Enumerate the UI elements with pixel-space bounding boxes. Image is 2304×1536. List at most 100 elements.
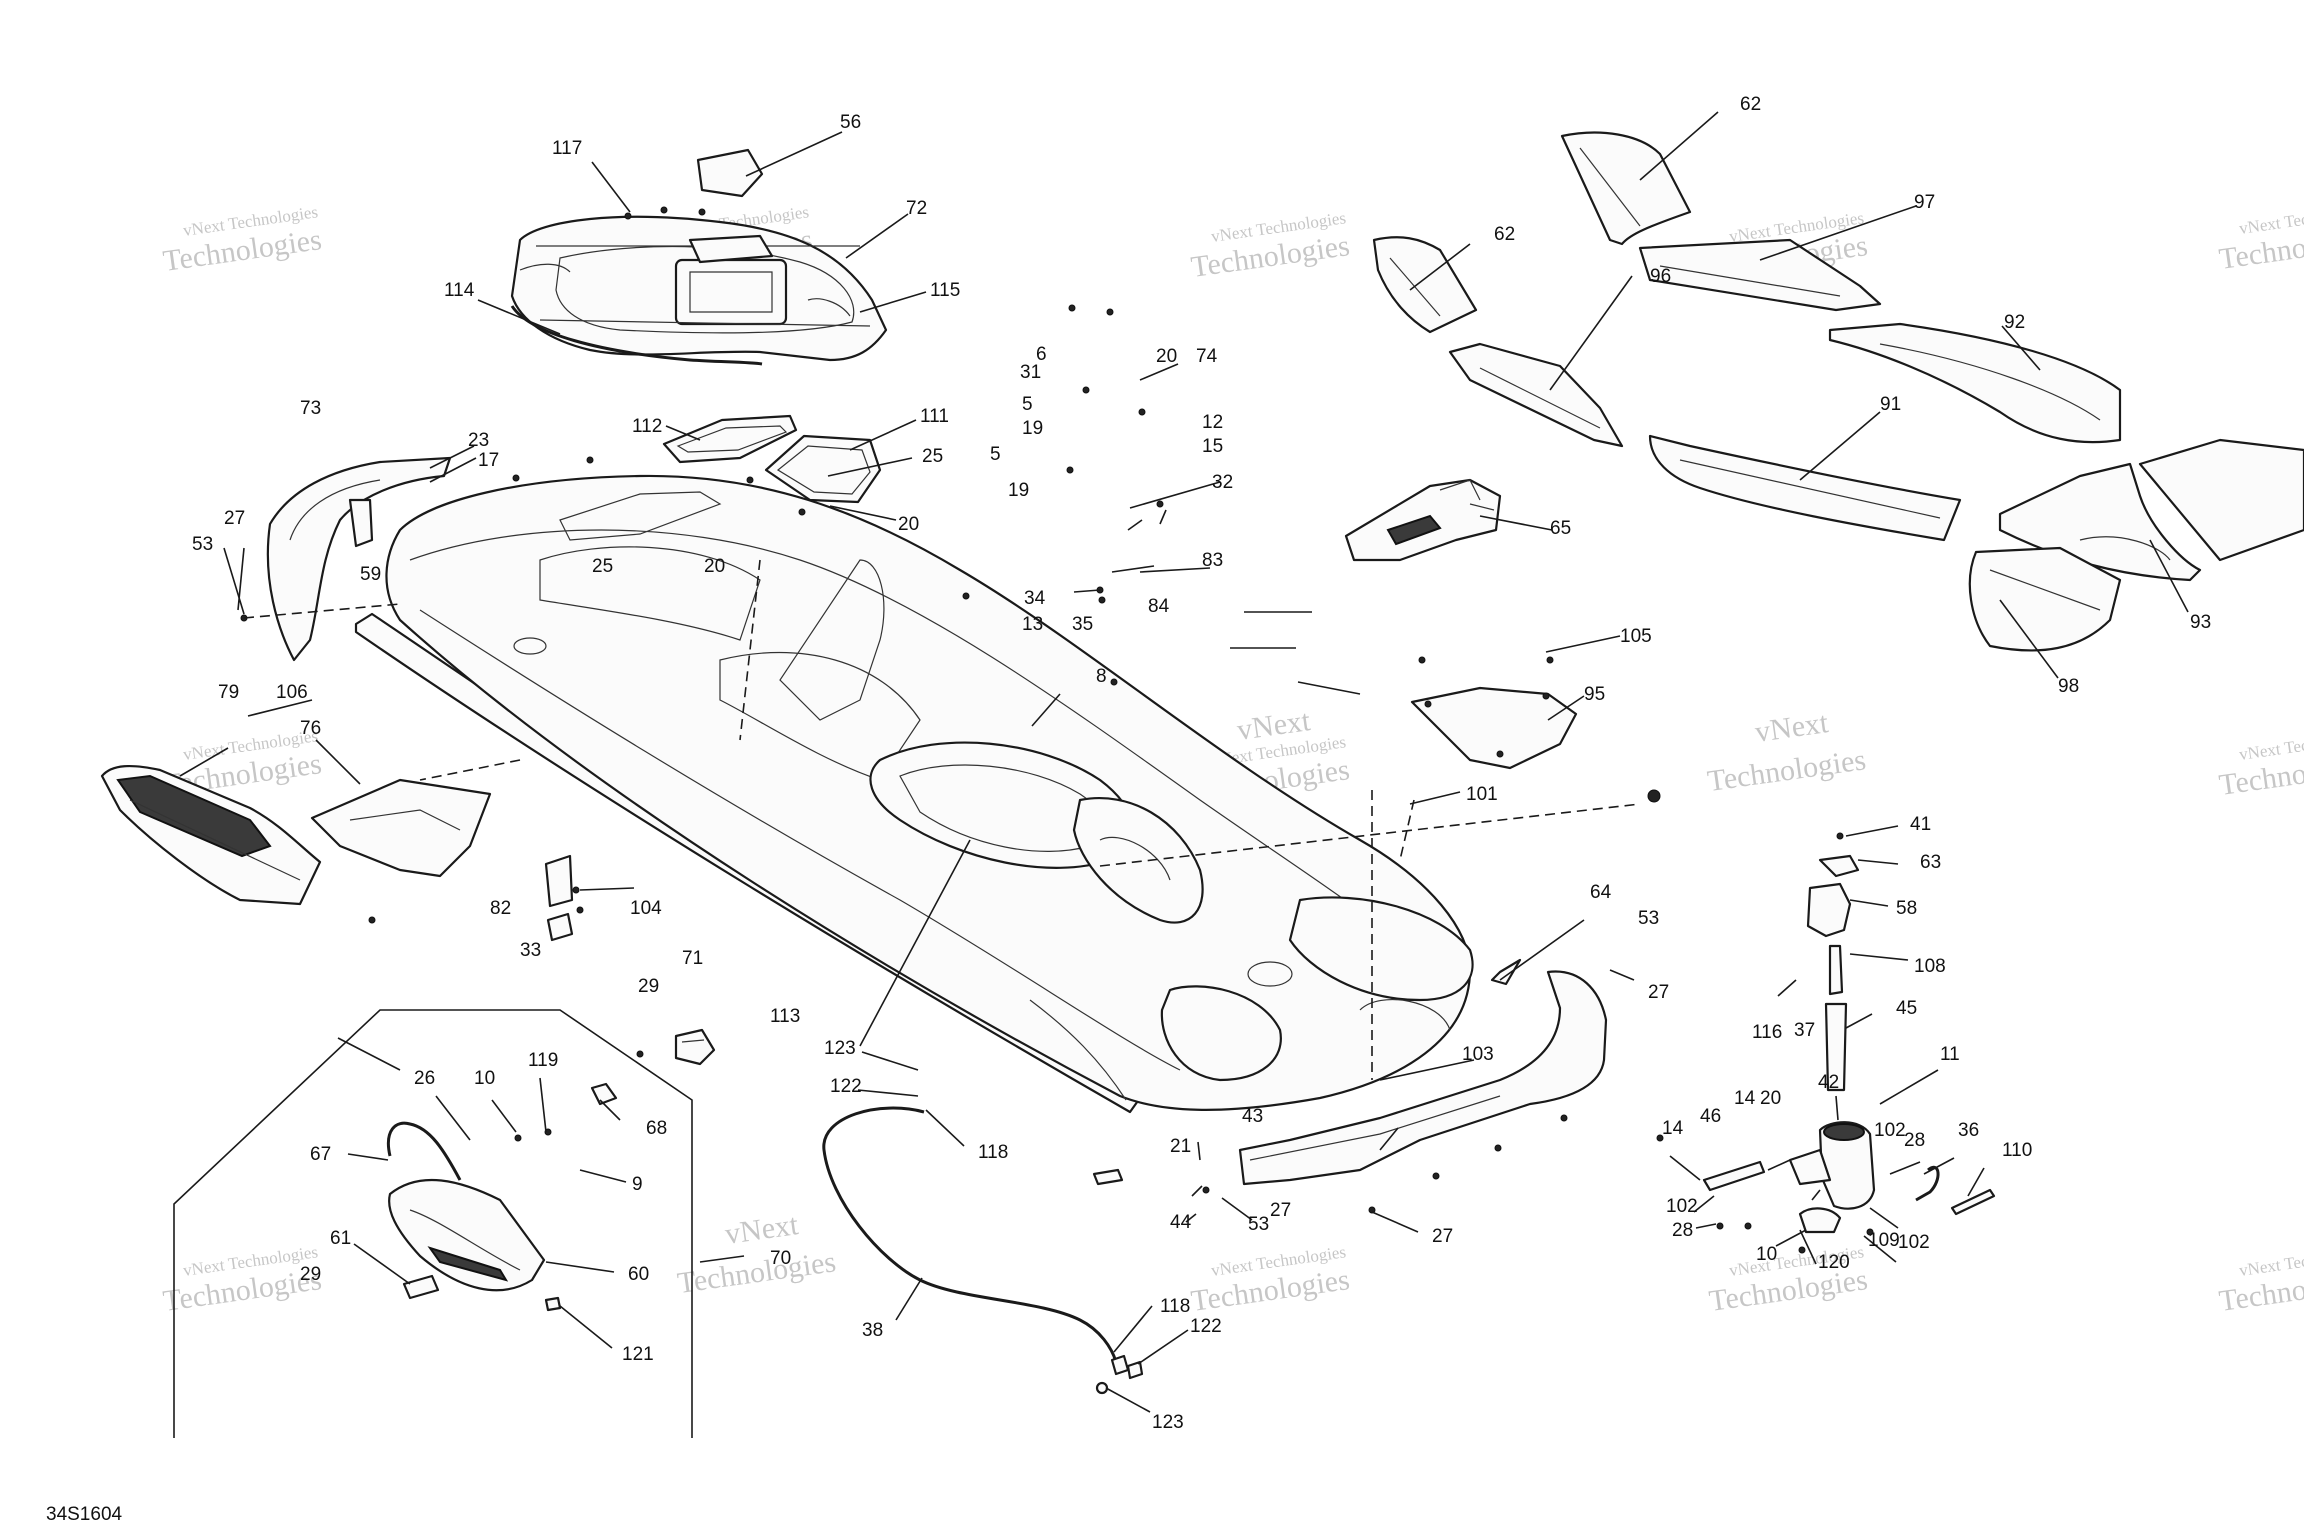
callout-62b: 62 bbox=[1494, 224, 1515, 245]
inset-handle-assembly bbox=[387, 1082, 618, 1312]
callout-10b: 10 bbox=[1756, 1244, 1777, 1265]
callout-31: 31 bbox=[1020, 362, 1041, 383]
callout-70: 70 bbox=[770, 1248, 791, 1269]
part-96-mat bbox=[1448, 342, 1624, 448]
callout-58: 58 bbox=[1896, 898, 1917, 919]
part-122-end bbox=[1126, 1360, 1144, 1380]
callout-122b: 122 bbox=[1190, 1316, 1222, 1337]
callout-14b: 14 bbox=[1662, 1118, 1684, 1139]
callout-9: 9 bbox=[632, 1174, 643, 1195]
callout-111: 111 bbox=[920, 406, 949, 427]
callout-28: 28 bbox=[1672, 1220, 1693, 1241]
leader-lines bbox=[179, 111, 2189, 1413]
callout-123b: 123 bbox=[1152, 1412, 1184, 1433]
callout-59: 59 bbox=[360, 564, 381, 585]
callout-103: 103 bbox=[1462, 1044, 1494, 1065]
callout-27c: 27 bbox=[1270, 1200, 1291, 1221]
callout-102: 102 bbox=[1666, 1196, 1698, 1217]
callout-labels: 56 117 72 115 114 112 111 25 20 6 31 5 1… bbox=[192, 94, 2211, 1433]
callout-20b: 20 bbox=[1156, 346, 1177, 367]
callout-104: 104 bbox=[630, 898, 662, 919]
part-68-clip bbox=[590, 1082, 618, 1106]
callout-35: 35 bbox=[1072, 614, 1093, 635]
part-93-rear-mat-side bbox=[2138, 438, 2304, 562]
part-44-clip bbox=[1092, 1168, 1124, 1186]
callout-20d: 20 bbox=[1760, 1088, 1781, 1109]
callout-20c: 20 bbox=[704, 556, 725, 577]
callout-122: 122 bbox=[830, 1076, 862, 1097]
callout-46: 46 bbox=[1700, 1106, 1721, 1127]
callout-116: 116 bbox=[1752, 1022, 1782, 1043]
callout-8: 8 bbox=[1096, 666, 1107, 687]
callout-73: 73 bbox=[300, 398, 321, 419]
callout-53: 53 bbox=[192, 534, 213, 555]
callout-64: 64 bbox=[1590, 882, 1612, 903]
part-112-gasket bbox=[662, 414, 798, 464]
callout-21: 21 bbox=[1170, 1136, 1191, 1157]
callout-108: 108 bbox=[1914, 956, 1946, 977]
callout-118: 118 bbox=[978, 1142, 1008, 1163]
callout-105: 105 bbox=[1620, 626, 1652, 647]
callout-27: 27 bbox=[224, 508, 245, 529]
callout-113: 113 bbox=[770, 1006, 800, 1027]
callout-23: 23 bbox=[468, 430, 489, 451]
watermark-large: vNext bbox=[1753, 706, 1831, 749]
callout-27d: 27 bbox=[1432, 1226, 1453, 1247]
callout-6: 6 bbox=[1036, 344, 1047, 365]
part-46-bar bbox=[1702, 1160, 1766, 1192]
part-113-hull bbox=[385, 474, 1474, 1111]
callout-25b: 25 bbox=[592, 556, 613, 577]
callout-32: 32 bbox=[1212, 472, 1233, 493]
callout-15: 15 bbox=[1202, 436, 1223, 457]
callout-97: 97 bbox=[1914, 192, 1935, 213]
part-76-side-panel bbox=[310, 778, 492, 878]
callout-53b: 53 bbox=[1638, 908, 1659, 929]
callout-44: 44 bbox=[1170, 1212, 1192, 1233]
callout-62: 62 bbox=[1740, 94, 1761, 115]
callout-12: 12 bbox=[1202, 412, 1223, 433]
part-45-post-assembly bbox=[1806, 854, 1860, 1092]
callout-61: 61 bbox=[330, 1228, 351, 1249]
callout-63: 63 bbox=[1920, 852, 1941, 873]
callout-36: 36 bbox=[1958, 1120, 1979, 1141]
part-71-latch bbox=[674, 1028, 716, 1066]
callout-95: 95 bbox=[1584, 684, 1605, 705]
part-98-rear-mat bbox=[1968, 546, 2122, 652]
callout-121: 121 bbox=[622, 1344, 654, 1365]
watermark-large: Technologies bbox=[675, 1245, 838, 1300]
callout-26: 26 bbox=[414, 1068, 435, 1089]
part-65-latch-assembly bbox=[1344, 478, 1502, 562]
callout-28b: 28 bbox=[1904, 1130, 1925, 1151]
callout-65: 65 bbox=[1550, 518, 1571, 539]
callout-106: 106 bbox=[276, 682, 308, 703]
watermark-large: vNext bbox=[723, 1208, 801, 1251]
part-114-seal bbox=[510, 305, 763, 366]
part-38-cable bbox=[822, 1106, 1118, 1363]
callout-10: 10 bbox=[474, 1068, 495, 1089]
part-59-bracket bbox=[348, 498, 374, 548]
watermark-large: Technologies bbox=[1705, 743, 1868, 798]
part-95-plate bbox=[1410, 686, 1578, 770]
part-27-stern-bumper bbox=[1238, 970, 1608, 1186]
callout-82: 82 bbox=[490, 898, 511, 919]
callout-72: 72 bbox=[906, 198, 927, 219]
callout-5b: 5 bbox=[990, 444, 1001, 465]
callout-33: 33 bbox=[520, 940, 541, 961]
callout-37: 37 bbox=[1794, 1020, 1815, 1041]
hardware-fasteners bbox=[240, 206, 1874, 1254]
callout-45: 45 bbox=[1896, 998, 1917, 1019]
callout-114: 114 bbox=[444, 280, 475, 301]
callout-19: 19 bbox=[1022, 418, 1043, 439]
callout-93: 93 bbox=[2190, 612, 2211, 633]
callout-14: 14 bbox=[1734, 1088, 1756, 1109]
callout-19b: 19 bbox=[1008, 480, 1029, 501]
part-123-washer bbox=[1095, 1381, 1109, 1395]
part-42-pump bbox=[1788, 1121, 1876, 1234]
callout-102c: 102 bbox=[1898, 1232, 1930, 1253]
callout-119: 119 bbox=[528, 1050, 558, 1071]
callout-84: 84 bbox=[1148, 596, 1170, 617]
callout-102b: 102 bbox=[1874, 1120, 1906, 1141]
callout-98: 98 bbox=[2058, 676, 2079, 697]
part-79-step-grip bbox=[116, 774, 272, 858]
